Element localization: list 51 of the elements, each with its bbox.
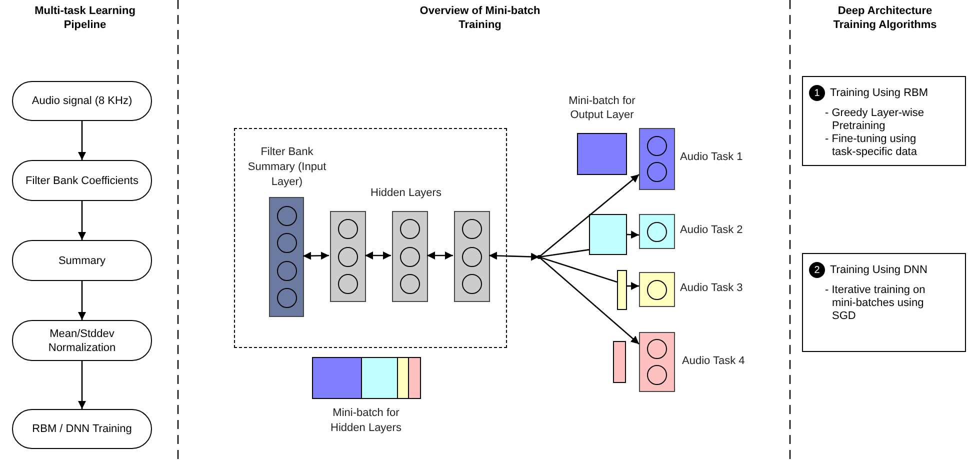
arrow bbox=[78, 361, 86, 409]
neural-layer bbox=[454, 211, 490, 302]
column-heading: Multi-task Learning Pipeline bbox=[34, 4, 136, 32]
arrow bbox=[538, 174, 640, 258]
mini-batch-block bbox=[589, 214, 627, 255]
arrow bbox=[365, 252, 391, 260]
algorithm-title: Training Using DNN bbox=[830, 263, 928, 277]
arrow bbox=[78, 121, 86, 160]
process-pill: Summary bbox=[12, 240, 152, 281]
layer-caption: Audio Task 1 bbox=[680, 150, 744, 165]
algorithm-box bbox=[802, 76, 966, 166]
mini-batch-block bbox=[613, 341, 626, 383]
arrow bbox=[302, 252, 330, 260]
network-frame bbox=[234, 128, 507, 348]
layer-caption: Mini-batch for Hidden Layers bbox=[330, 406, 402, 436]
mini-batch-block bbox=[577, 133, 627, 175]
process-pill: RBM / DNN Training bbox=[12, 409, 152, 449]
arrow bbox=[78, 201, 86, 240]
layer-caption: Audio Task 3 bbox=[680, 281, 744, 296]
arrow bbox=[538, 256, 640, 344]
mini-batch-bar bbox=[312, 357, 421, 399]
neural-layer bbox=[269, 197, 304, 317]
mini-batch-block bbox=[617, 270, 627, 310]
column-heading: Overview of Mini-batch Training bbox=[418, 4, 542, 32]
output-layer bbox=[639, 272, 675, 307]
algorithm-box bbox=[802, 253, 966, 352]
arrow bbox=[626, 230, 640, 239]
arrow bbox=[627, 282, 639, 290]
output-layer bbox=[639, 332, 675, 392]
arrow bbox=[78, 281, 86, 320]
arrow bbox=[427, 252, 453, 260]
layer-caption: Audio Task 4 bbox=[682, 354, 746, 369]
algorithm-title: Training Using RBM bbox=[830, 86, 928, 100]
process-pill: Audio signal (8 KHz) bbox=[12, 81, 152, 121]
layer-caption: Audio Task 2 bbox=[680, 223, 744, 238]
output-layer bbox=[639, 128, 675, 190]
arrow bbox=[488, 252, 540, 261]
step-number: 2 bbox=[809, 262, 825, 278]
step-number: 1 bbox=[809, 85, 825, 101]
process-pill: Filter Bank Coefficients bbox=[12, 160, 152, 201]
layer-caption: Filter Bank Summary (Input Layer) bbox=[246, 145, 328, 190]
neural-layer bbox=[330, 211, 366, 302]
column-heading: Deep Architecture Training Algorithms bbox=[832, 4, 938, 32]
algorithm-step: - Greedy Layer-wise Pretraining bbox=[825, 107, 937, 133]
output-layer bbox=[639, 214, 675, 249]
process-pill: Mean/Stddev Normalization bbox=[12, 320, 152, 361]
section-label: Hidden Layers bbox=[370, 186, 442, 200]
algorithm-step: - Iterative training on mini-batches using SGD bbox=[825, 284, 937, 323]
section-label: Mini-batch for Output Layer bbox=[568, 94, 636, 122]
neural-layer bbox=[392, 211, 428, 302]
algorithm-step: - Fine-tuning using task-specific data bbox=[825, 133, 937, 159]
